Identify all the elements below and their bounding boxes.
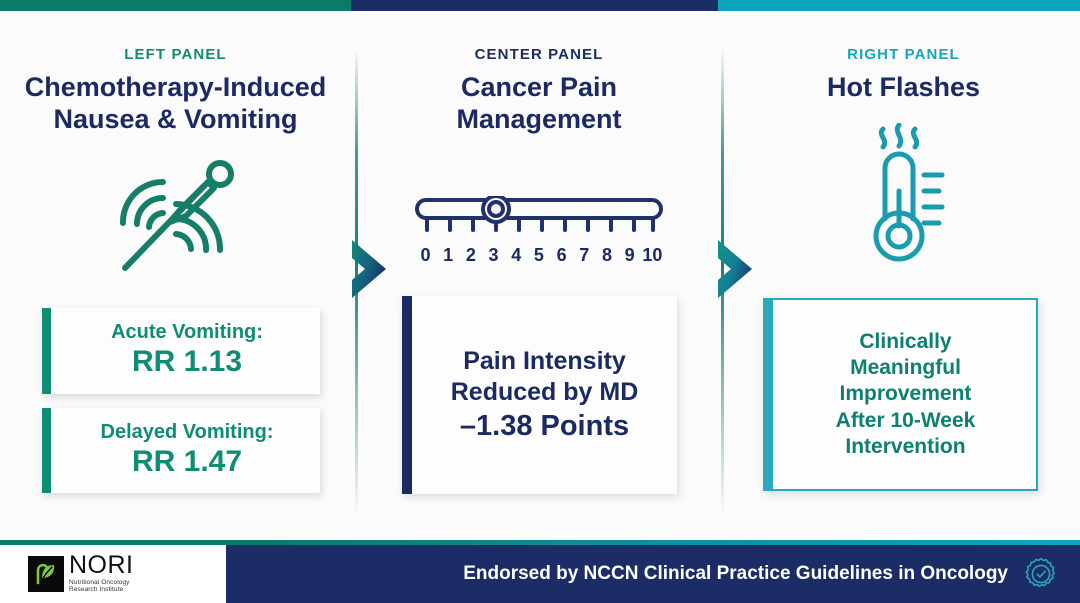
panel-center-title: Cancer Pain Management — [360, 72, 718, 135]
acupuncture-needle-icon — [108, 146, 244, 287]
nori-logo-text: NORI Nutritional Oncology Research Insti… — [69, 550, 134, 594]
panel-right: RIGHT PANEL Hot Flashes — [727, 11, 1080, 540]
pain-scale-slider-icon — [413, 194, 665, 242]
stat-card-pain-intensity: Pain Intensity Reduced by MD –1.38 Point… — [402, 296, 677, 494]
flow-arrow-center-to-right — [714, 238, 758, 300]
panel-center-eyebrow: CENTER PANEL — [474, 46, 604, 63]
footer-endorsement-text: Endorsed by NCCN Clinical Practice Guide… — [463, 563, 1008, 584]
panel-right-title-line1: Hot Flashes — [826, 72, 981, 102]
nori-logo-name: NORI — [69, 550, 134, 579]
nori-logo-subtitle: Nutritional Oncology Research Institute — [69, 579, 134, 594]
stat-card-pain-line2: Reduced by MD — [450, 377, 639, 406]
nori-logo-sub-line1: Nutritional Oncology — [69, 578, 130, 586]
scale-tick-6: 6 — [556, 245, 567, 266]
stat-card-delayed-value: RR 1.47 — [131, 444, 243, 478]
footer-endorsement-bar: Endorsed by NCCN Clinical Practice Guide… — [226, 545, 1080, 603]
panel-center: CENTER PANEL Cancer Pain Management — [360, 11, 718, 540]
scale-tick-0: 0 — [420, 245, 431, 266]
scale-tick-4: 4 — [511, 245, 522, 266]
scale-tick-5: 5 — [533, 245, 544, 266]
top-bar-segment-left — [0, 0, 351, 11]
thermometer-heat-icon — [851, 122, 957, 270]
stat-card-hf-line4: After 10-Week — [835, 408, 976, 432]
nori-logo: NORI Nutritional Oncology Research Insti… — [0, 545, 226, 603]
stat-card-hot-flashes: Clinically Meaningful Improvement After … — [763, 298, 1038, 491]
nori-logo-sub-line2: Research Institute — [69, 586, 124, 594]
leaf-icon — [28, 556, 64, 592]
top-bar-segment-right — [718, 0, 1080, 11]
stat-card-acute-vomiting: Acute Vomiting: RR 1.13 — [42, 308, 320, 394]
panel-center-title-line2: Management — [456, 103, 622, 134]
panel-left-title-line2: Nausea & Vomiting — [53, 103, 298, 134]
panel-left-icon-area — [0, 141, 351, 291]
panel-left-eyebrow: LEFT PANEL — [124, 46, 227, 63]
stat-card-hot-flashes-text: Clinically Meaningful Improvement After … — [826, 329, 976, 459]
stat-card-acute-label: Acute Vomiting: — [111, 321, 263, 343]
pain-scale-widget: 0 1 2 3 4 5 6 7 8 9 10 — [413, 194, 665, 266]
panel-left-title: Chemotherapy-Induced Nausea & Vomiting — [0, 72, 351, 135]
panels-container: LEFT PANEL Chemotherapy-Induced Nausea &… — [0, 11, 1080, 540]
scale-tick-2: 2 — [465, 245, 476, 266]
top-bar-segment-center — [351, 0, 718, 11]
stat-card-delayed-vomiting: Delayed Vomiting: RR 1.47 — [42, 407, 320, 494]
stat-card-hf-line5: Intervention — [845, 434, 966, 458]
panel-right-eyebrow: RIGHT PANEL — [847, 46, 960, 63]
footer-accent-rule — [0, 540, 1080, 545]
panel-left: LEFT PANEL Chemotherapy-Induced Nausea &… — [0, 11, 351, 540]
scale-tick-7: 7 — [579, 245, 590, 266]
scale-tick-10: 10 — [642, 245, 663, 266]
panel-left-title-line1: Chemotherapy-Induced — [24, 72, 327, 102]
stat-card-acute-value: RR 1.13 — [131, 345, 243, 378]
flow-arrow-left-to-center — [348, 238, 392, 300]
panel-right-icon-area — [727, 122, 1080, 272]
scale-tick-9: 9 — [624, 245, 635, 266]
panel-center-title-line1: Cancer Pain — [460, 72, 618, 102]
top-accent-bar — [0, 0, 1080, 11]
stat-card-pain-line1: Pain Intensity — [463, 346, 626, 375]
scale-tick-1: 1 — [443, 245, 454, 266]
stat-card-delayed-label: Delayed Vomiting: — [100, 420, 274, 443]
panel-center-icon-area: 0 1 2 3 4 5 6 7 8 9 10 — [360, 171, 718, 291]
stat-card-hf-line1: Clinically — [859, 330, 952, 354]
pain-scale-tick-labels: 0 1 2 3 4 5 6 7 8 9 10 — [413, 245, 665, 266]
stat-card-pain-value: –1.38 Points — [459, 410, 630, 443]
scale-tick-3: 3 — [488, 245, 499, 266]
stat-card-hf-line2: Meaningful — [850, 356, 961, 380]
stat-card-pain-text: Pain Intensity Reduced by MD –1.38 Point… — [441, 346, 639, 445]
panel-right-title: Hot Flashes — [727, 72, 1080, 104]
panel-left-cards: Acute Vomiting: RR 1.13 Delayed Vomiting… — [42, 308, 320, 507]
scale-tick-8: 8 — [601, 245, 612, 266]
stat-card-hf-line3: Improvement — [839, 382, 972, 406]
verified-check-badge-icon — [1024, 557, 1058, 591]
footer: NORI Nutritional Oncology Research Insti… — [0, 540, 1080, 603]
